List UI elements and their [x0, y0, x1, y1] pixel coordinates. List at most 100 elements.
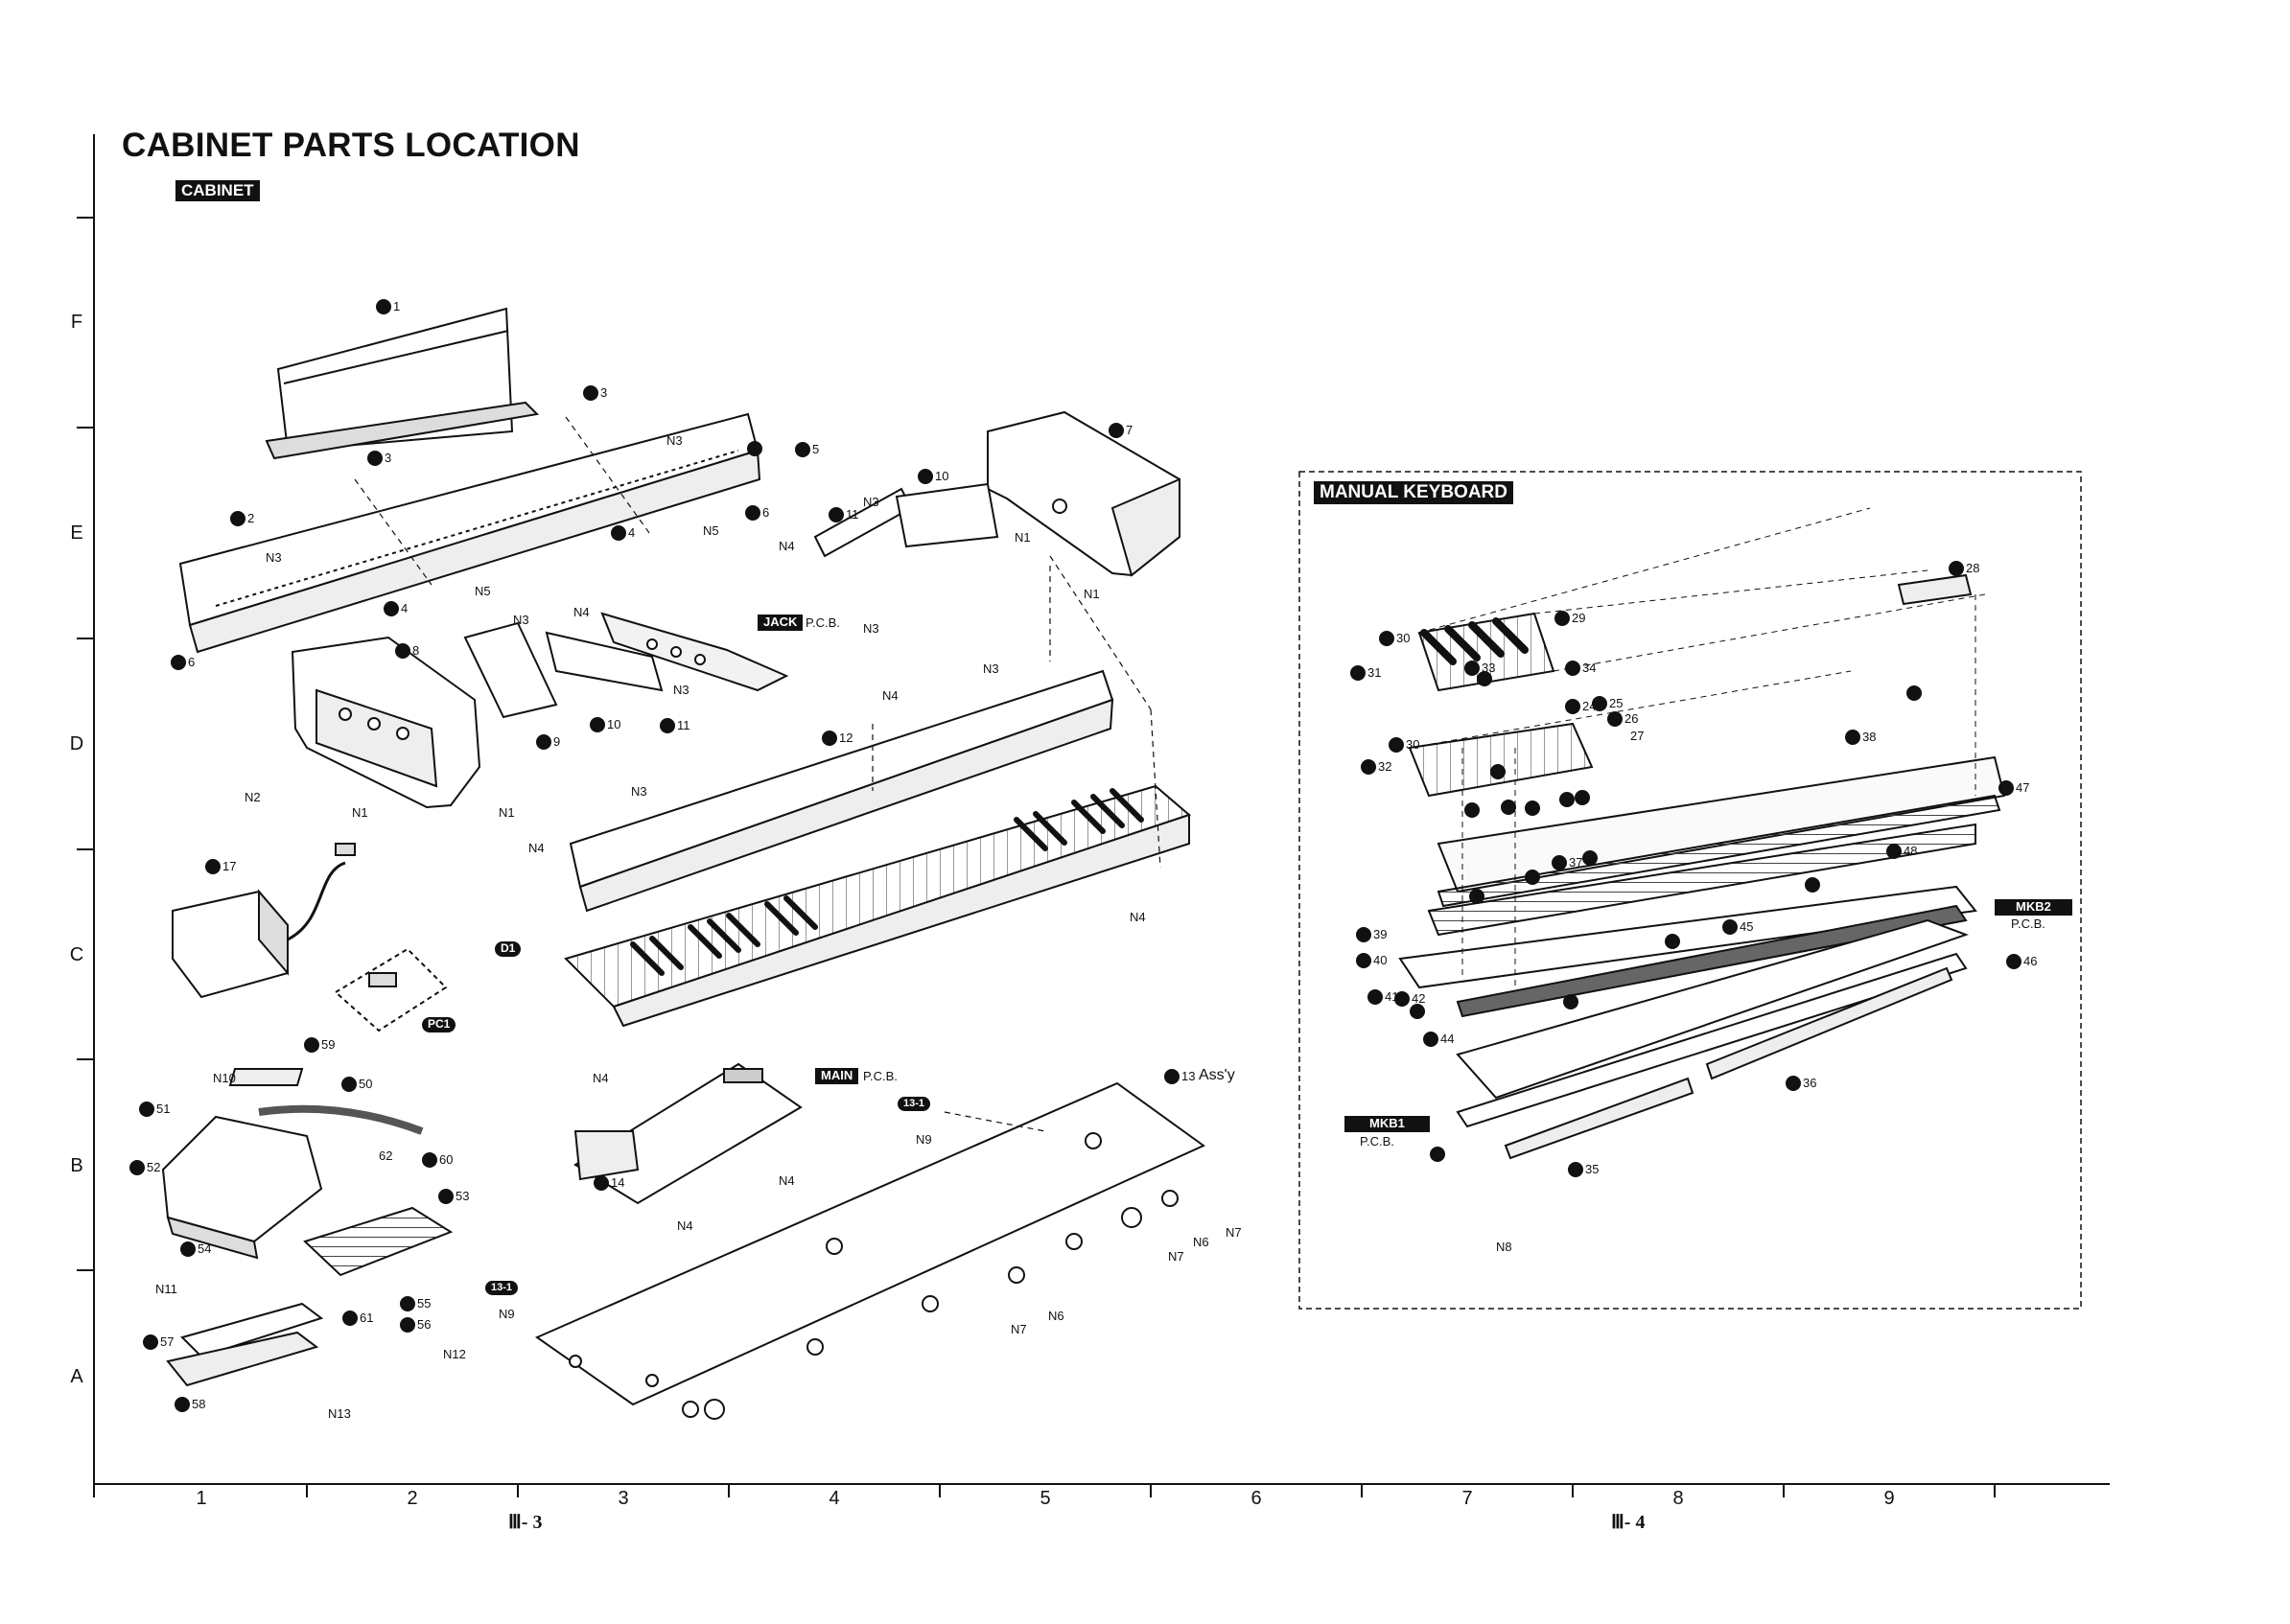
callout-1: 1 [393, 299, 401, 313]
d1-tag: D1 [495, 941, 522, 957]
column-number-9: 9 [1883, 1488, 1895, 1509]
callout-33: 33 [1482, 661, 1496, 675]
callout-55: 55 [417, 1296, 432, 1311]
callout-58: 58 [192, 1397, 206, 1411]
nut-label-n12: N12 [443, 1347, 466, 1361]
row-letter-b: B [70, 1155, 83, 1176]
nut-label-n3d: N3 [863, 495, 879, 509]
nut-label-n1a: N1 [1015, 530, 1031, 545]
callout-59: 59 [321, 1037, 336, 1052]
callout-17: 17 [222, 859, 237, 873]
nut-label-n6a: N6 [1193, 1235, 1209, 1249]
nut-label-n6b: N6 [1048, 1309, 1064, 1323]
row-letter-d: D [69, 733, 84, 754]
nut-label-n4c: N4 [882, 688, 899, 703]
column-number-8: 8 [1672, 1488, 1684, 1509]
nut-label-n3e: N3 [863, 621, 879, 636]
column-number-1: 1 [196, 1488, 207, 1509]
row-letter-c: C [69, 944, 84, 965]
manual-keyboard-inset [1298, 471, 2082, 1310]
callout-4b: 4 [628, 525, 636, 540]
nut-label-n13: N13 [328, 1406, 351, 1421]
callout-10b: 10 [607, 717, 621, 731]
ac-adapter [172, 843, 448, 1032]
nut-label-n4h: N4 [677, 1218, 693, 1233]
callout-28: 28 [1966, 561, 1980, 575]
callout-35: 35 [1585, 1162, 1600, 1176]
nut-label-n3b: N3 [266, 550, 282, 565]
front-rail [569, 669, 1114, 913]
nut-label-n4b: N4 [573, 605, 590, 619]
callout-27: 27 [1630, 729, 1645, 743]
callout-40: 40 [1373, 953, 1388, 967]
callout-53: 53 [456, 1189, 470, 1203]
nut-label-n5b: N5 [475, 584, 491, 598]
callout-3b: 3 [385, 451, 392, 465]
column-number-7: 7 [1461, 1488, 1473, 1509]
mkb2-pcb-suffix: P.C.B. [2011, 916, 2045, 931]
nut-label-n5a: N5 [703, 523, 719, 538]
nut-label-n3a: N3 [666, 433, 683, 448]
nut-label-n3g: N3 [983, 661, 999, 676]
brackets-and-jack-pcb [463, 482, 999, 719]
main-keyboard [564, 784, 1191, 1028]
frame-axes [77, 134, 2110, 1497]
callout-32: 32 [1378, 759, 1392, 774]
callout-57: 57 [160, 1334, 175, 1349]
right-end-block [987, 410, 1180, 577]
callout-46: 46 [2023, 954, 2038, 968]
inset-border [1298, 471, 2082, 1310]
callout-10a: 10 [935, 469, 949, 483]
callout-48: 48 [1904, 844, 1918, 858]
assy-label: Ass'y [1199, 1067, 1235, 1083]
callout-11a: 11 [846, 507, 859, 522]
part-13-1-tag-b: 13-1 [485, 1281, 519, 1295]
main-pcb-tag: MAIN [815, 1068, 859, 1084]
callout-30b: 30 [1406, 737, 1420, 752]
callout-12: 12 [839, 731, 853, 745]
nut-label-n4d: N4 [528, 841, 545, 855]
top-panel [178, 412, 761, 654]
callout-6a: 6 [762, 505, 770, 520]
page-ref-right: Ⅲ- 4 [1611, 1512, 1646, 1533]
callout-4a: 4 [401, 601, 409, 615]
callout-42: 42 [1412, 991, 1426, 1006]
callout-circles [129, 299, 2021, 1412]
column-number-4: 4 [829, 1488, 840, 1509]
callout-8: 8 [412, 643, 420, 658]
callout-39: 39 [1373, 927, 1388, 941]
part-13-1-tag-a: 13-1 [898, 1097, 931, 1111]
callout-60: 60 [439, 1152, 454, 1167]
bottom-plate [534, 1081, 1205, 1420]
callout-45: 45 [1740, 919, 1754, 934]
nut-label-n3c: N3 [513, 613, 529, 627]
music-stand [265, 307, 540, 460]
jack-pcb-tag: JACK [758, 615, 804, 631]
callout-44: 44 [1440, 1032, 1455, 1046]
pc1-tag: PC1 [422, 1017, 456, 1032]
callout-5: 5 [812, 442, 820, 456]
assembly-guide-lines [354, 416, 1161, 1132]
callout-50: 50 [359, 1077, 373, 1091]
nut-label-n10: N10 [213, 1071, 236, 1085]
nut-label-n1c: N1 [352, 805, 368, 820]
nut-label-n8: N8 [1496, 1240, 1512, 1254]
callout-34: 34 [1582, 661, 1597, 675]
callout-51: 51 [156, 1102, 171, 1116]
nut-label-n4f: N4 [593, 1071, 609, 1085]
callout-36: 36 [1803, 1076, 1817, 1090]
mkb1-pcb-suffix: P.C.B. [1360, 1134, 1394, 1148]
callout-2: 2 [247, 511, 255, 525]
jack-pcb-suffix: P.C.B. [806, 615, 840, 630]
callout-13: 13 [1181, 1069, 1196, 1083]
nut-label-n4a: N4 [779, 539, 795, 553]
callout-11b: 11 [677, 718, 690, 732]
left-end-block [291, 636, 481, 809]
callout-7: 7 [1126, 423, 1133, 437]
nut-label-n4e: N4 [1130, 910, 1146, 924]
callout-9: 9 [553, 734, 561, 749]
manual-keyboard-tag: MANUAL KEYBOARD [1314, 481, 1513, 504]
main-pcb-suffix: P.C.B. [863, 1069, 898, 1083]
